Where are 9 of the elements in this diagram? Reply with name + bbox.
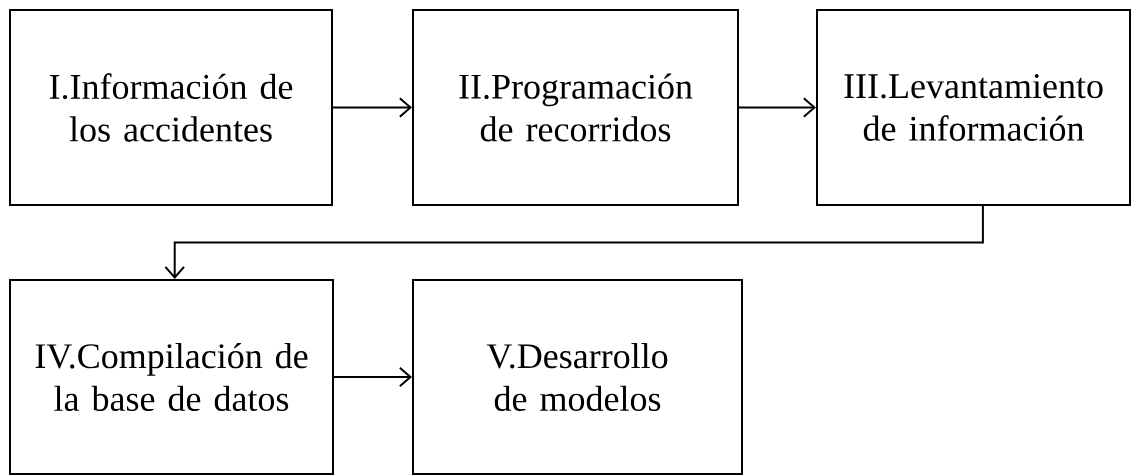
arrow [333, 366, 412, 388]
arrow [164, 205, 984, 279]
process-box: V.Desarrollo de modelos [412, 279, 743, 475]
process-box: IV.Compilación de la base de datos [9, 279, 334, 475]
arrow [738, 97, 816, 118]
process-box: I.Información de los accidentes [9, 9, 333, 206]
process-box: II.Programación de recorridos [412, 9, 739, 206]
arrow [332, 97, 412, 118]
process-box: III.Levantamiento de información [816, 9, 1131, 206]
